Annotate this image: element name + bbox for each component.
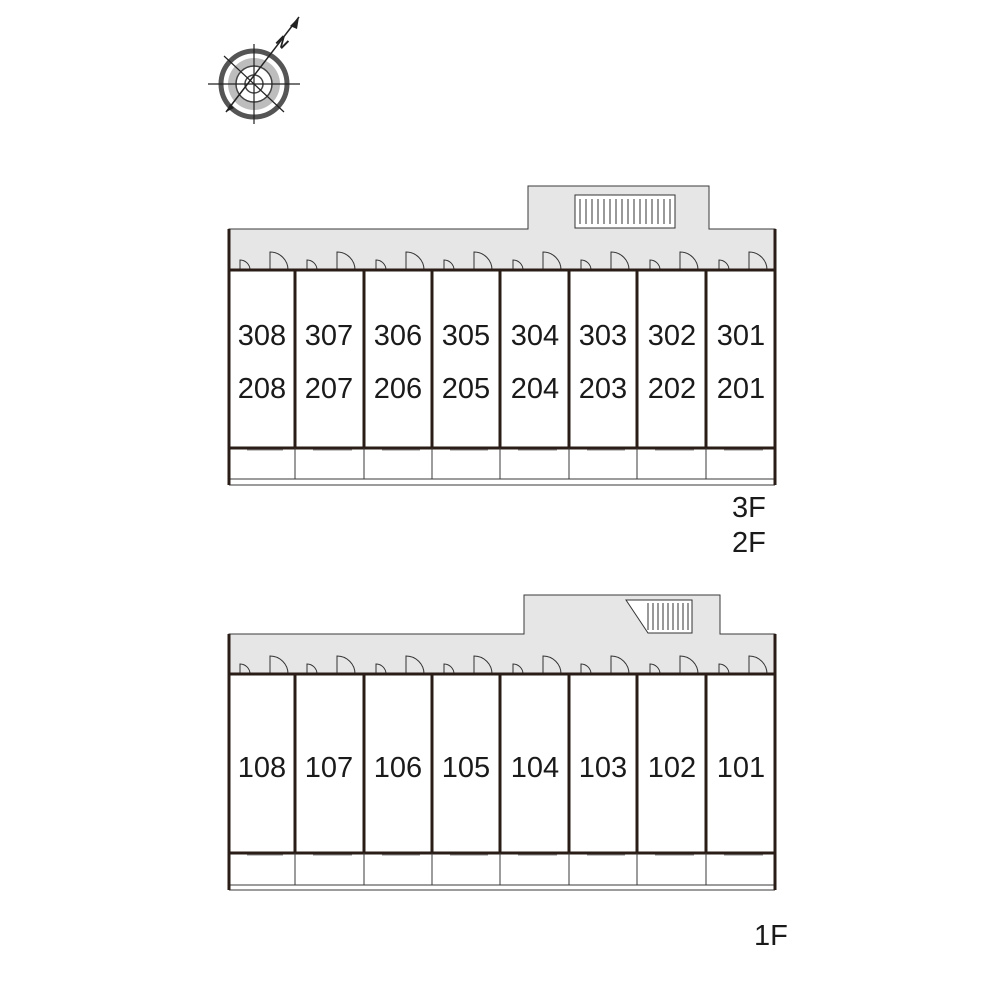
door-swing-icon: [748, 251, 768, 271]
upper-floor-plan: 308 307 306 305 304 303 302 301 208 207 206 205 204 2…: [227, 185, 777, 559]
unit-number-label: 104: [511, 752, 559, 784]
unit-number-label: 107: [305, 752, 353, 784]
door-swing-icon: [336, 251, 356, 271]
unit-number-label: 105: [442, 752, 490, 784]
door-swing-icon: [748, 655, 768, 675]
ground-stairs-icon: [625, 599, 693, 634]
unit-number-label: 207: [305, 373, 353, 405]
unit-number-label: 206: [374, 373, 422, 405]
door-swing-icon: [610, 251, 630, 271]
unit-number-label: 205: [442, 373, 490, 405]
unit-number-label: 203: [579, 373, 627, 405]
upper-stairs-icon: [574, 194, 676, 229]
unit-number-label: 307: [305, 320, 353, 352]
unit-number-label: 304: [511, 320, 559, 352]
door-swing-icon: [542, 251, 562, 271]
floor-label-3f: 3F: [732, 492, 766, 524]
door-swing-icon: [269, 655, 289, 675]
door-swing-icon: [473, 251, 493, 271]
door-swing-icon: [269, 251, 289, 271]
unit-number-label: 306: [374, 320, 422, 352]
door-swing-icon: [679, 251, 699, 271]
unit-number-label: 305: [442, 320, 490, 352]
floor-label-2f: 2F: [732, 527, 766, 559]
unit-number-label: 308: [238, 320, 286, 352]
north-label: N: [272, 33, 292, 53]
unit-number-label: 303: [579, 320, 627, 352]
unit-number-label: 103: [579, 752, 627, 784]
north-arrow-compass-icon: [208, 16, 300, 124]
unit-number-label: 302: [648, 320, 696, 352]
door-swing-icon: [679, 655, 699, 675]
unit-number-label: 101: [717, 752, 765, 784]
unit-number-label: 204: [511, 373, 559, 405]
door-swing-icon: [336, 655, 356, 675]
unit-number-label: 202: [648, 373, 696, 405]
door-swing-icon: [405, 251, 425, 271]
floor-label-1f: 1F: [754, 920, 788, 952]
door-swing-icon: [473, 655, 493, 675]
unit-number-label: 208: [238, 373, 286, 405]
unit-number-label: 102: [648, 752, 696, 784]
door-swing-icon: [405, 655, 425, 675]
unit-number-label: 106: [374, 752, 422, 784]
unit-number-label: 108: [238, 752, 286, 784]
door-swing-icon: [610, 655, 630, 675]
ground-floor-plan: 108 107 106 105 104 103 102 101 1F: [227, 594, 788, 952]
compass: N: [208, 16, 300, 124]
door-swing-icon: [542, 655, 562, 675]
unit-number-label: 201: [717, 373, 765, 405]
unit-number-label: 301: [717, 320, 765, 352]
